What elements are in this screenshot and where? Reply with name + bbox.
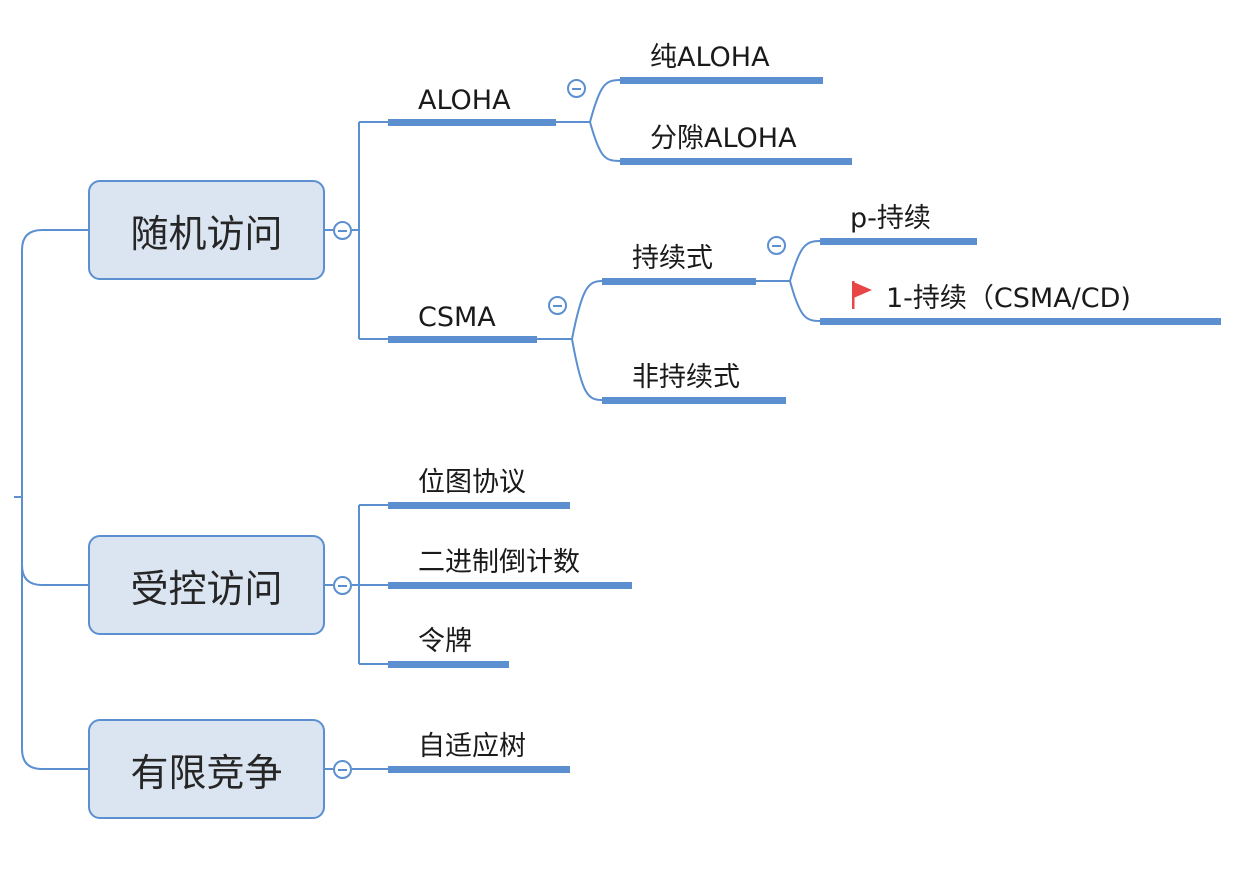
- collapse-controlled-access-button[interactable]: [333, 576, 352, 595]
- subtopic-label: 纯ALOHA: [650, 42, 770, 73]
- red-flag-icon: [852, 281, 872, 309]
- topic-underline: [602, 397, 786, 404]
- collapse-random-access-button[interactable]: [333, 221, 352, 240]
- topic-underline: [388, 582, 632, 589]
- topic-label: 受控访问: [130, 566, 283, 611]
- topic-label: 随机访问: [130, 211, 283, 256]
- subtopic-pure-aloha[interactable]: 纯ALOHA: [620, 36, 823, 84]
- subtopic-bitmap-protocol[interactable]: 位图协议: [388, 461, 570, 509]
- subtopic-label: 非持续式: [632, 362, 740, 393]
- subtopic-csma[interactable]: CSMA: [388, 298, 537, 343]
- topic-underline: [820, 238, 977, 245]
- collapse-persistent-button[interactable]: [767, 236, 786, 255]
- subtopic-text: 1-持续（CSMA/CD): [886, 283, 1131, 314]
- topic-underline: [388, 766, 570, 773]
- topic-limited-contention[interactable]: 有限竞争: [88, 719, 325, 819]
- subtopic-label: 位图协议: [418, 467, 526, 498]
- subtopic-p-persistent[interactable]: p-持续: [820, 197, 977, 245]
- subtopic-label: 二进制倒计数: [418, 547, 580, 578]
- subtopic-aloha[interactable]: ALOHA: [388, 81, 556, 126]
- subtopic-token[interactable]: 令牌: [388, 620, 509, 668]
- subtopic-label: 自适应树: [418, 731, 526, 762]
- subtopic-label: ALOHA: [418, 85, 511, 116]
- subtopic-adaptive-tree[interactable]: 自适应树: [388, 725, 570, 773]
- subtopic-slotted-aloha[interactable]: 分隙ALOHA: [620, 117, 852, 165]
- topic-controlled-access[interactable]: 受控访问: [88, 535, 325, 635]
- topic-underline: [620, 158, 852, 165]
- topic-underline: [388, 661, 509, 668]
- topic-underline: [388, 502, 570, 509]
- topic-label: 有限竞争: [130, 750, 283, 795]
- collapse-csma-button[interactable]: [548, 296, 567, 315]
- subtopic-label: 持续式: [632, 243, 713, 274]
- subtopic-label: CSMA: [418, 302, 496, 333]
- topic-underline: [388, 119, 556, 126]
- subtopic-persistent[interactable]: 持续式: [602, 236, 756, 285]
- collapse-limited-contention-button[interactable]: [333, 760, 352, 779]
- subtopic-binary-countdown[interactable]: 二进制倒计数: [388, 541, 632, 589]
- topic-random-access[interactable]: 随机访问: [88, 180, 325, 280]
- topic-underline: [388, 336, 537, 343]
- topic-underline: [620, 77, 823, 84]
- subtopic-1-persistent[interactable]: 1-持续（CSMA/CD): [820, 275, 1221, 325]
- topic-underline: [602, 278, 756, 285]
- subtopic-label: 分隙ALOHA: [650, 123, 797, 154]
- subtopic-label: 令牌: [418, 626, 472, 657]
- subtopic-label-with-flag: 1-持续（CSMA/CD): [850, 276, 1131, 315]
- subtopic-label: p-持续: [850, 203, 931, 234]
- topic-underline: [820, 318, 1221, 325]
- subtopic-non-persistent[interactable]: 非持续式: [602, 355, 786, 404]
- collapse-aloha-button[interactable]: [567, 79, 586, 98]
